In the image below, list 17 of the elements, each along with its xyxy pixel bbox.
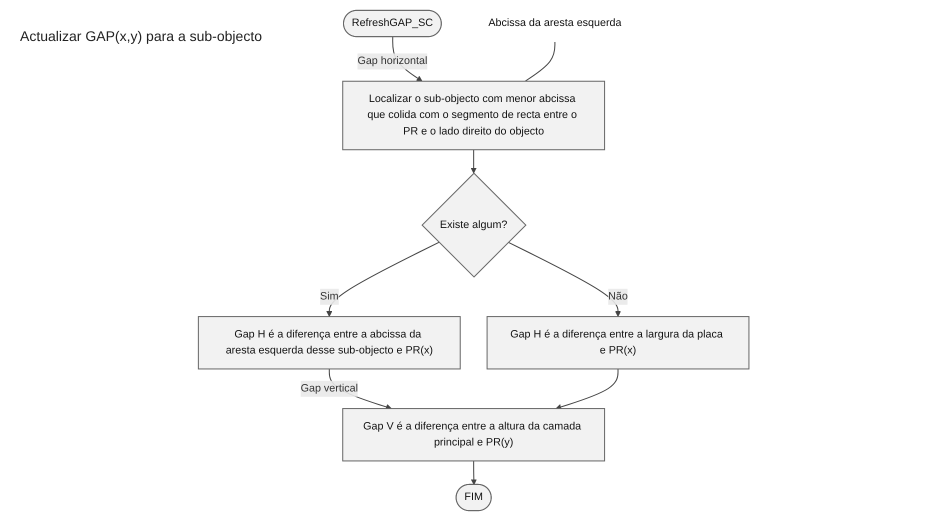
node-box: Gap V é a diferença entre a altura da camada principal e PR(y)	[342, 408, 606, 462]
connector	[525, 42, 556, 82]
node-box: Gap H é a diferença entre a abcissa da aresta esquerda desse sub-objecto e PR(x)	[198, 316, 462, 370]
arrow	[508, 242, 622, 317]
edge-label: Gap vertical	[300, 382, 358, 394]
arrow	[471, 460, 478, 486]
note-text: Actualizar GAP(x,y) para a sub-objecto	[20, 28, 262, 44]
edge-label: Não	[608, 290, 628, 302]
node-box: Gap H é a diferença entre a largura da placa e PR(x)	[486, 316, 750, 370]
arrow	[471, 150, 477, 174]
node-diamond: Existe algum?	[422, 172, 527, 278]
edge-label: Sim	[320, 290, 339, 302]
node-text: Abcissa da aresta esquerda	[488, 17, 622, 29]
arrow	[556, 368, 619, 410]
node-box: Localizar o sub-objecto com menor abcissa que colida com o segmento de recta entre o PR e o lado direito do objecto	[342, 80, 606, 150]
arrow	[326, 242, 440, 317]
edge-label: Gap horizontal	[358, 55, 428, 67]
